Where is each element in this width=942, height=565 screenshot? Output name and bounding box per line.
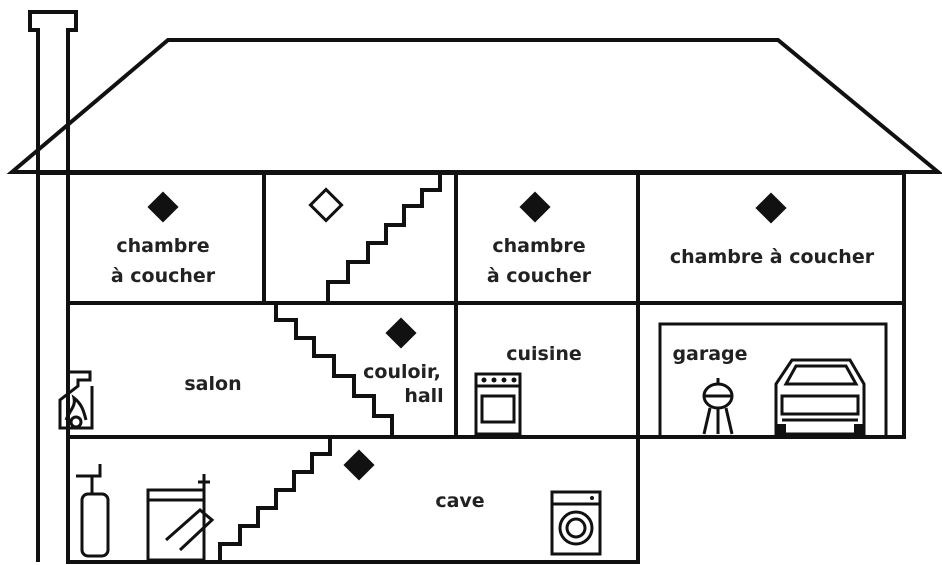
basement-floor [66, 435, 640, 564]
smoke-detector-icon [519, 191, 551, 223]
roof [6, 38, 942, 174]
label-bedroom-1: chambre [116, 235, 209, 257]
fireplace-icon [58, 370, 94, 430]
label-basement: cave [435, 490, 484, 512]
smoke-detector-icon [147, 191, 179, 223]
label-living-room: salon [184, 373, 241, 395]
stove-icon [474, 372, 522, 436]
grill-icon [702, 378, 734, 435]
furnace-icon [146, 474, 215, 562]
smoke-detector-icon [385, 317, 417, 349]
label-hallway: couloir, [363, 361, 441, 383]
smoke-detector-icon [343, 449, 375, 481]
chimney [28, 10, 78, 562]
washing-machine-icon [550, 490, 602, 556]
label-bedroom-2: chambre [492, 235, 585, 257]
car-icon [774, 358, 866, 436]
garage-door-frame [658, 322, 888, 437]
label-bedroom-3: chambre à coucher [670, 246, 875, 268]
label-bedroom-1-line2: à coucher [111, 265, 216, 287]
label-hallway-line2: hall [404, 385, 443, 407]
staircase-upper [326, 173, 442, 303]
label-garage: garage [672, 343, 747, 365]
staircase-middle [274, 303, 394, 437]
staircase-basement [218, 437, 332, 562]
smoke-detector-outline-icon [308, 187, 344, 223]
water-heater-icon [76, 464, 110, 558]
smoke-detector-icon [755, 192, 787, 224]
label-bedroom-2-line2: à coucher [487, 265, 592, 287]
label-kitchen: cuisine [506, 343, 582, 365]
